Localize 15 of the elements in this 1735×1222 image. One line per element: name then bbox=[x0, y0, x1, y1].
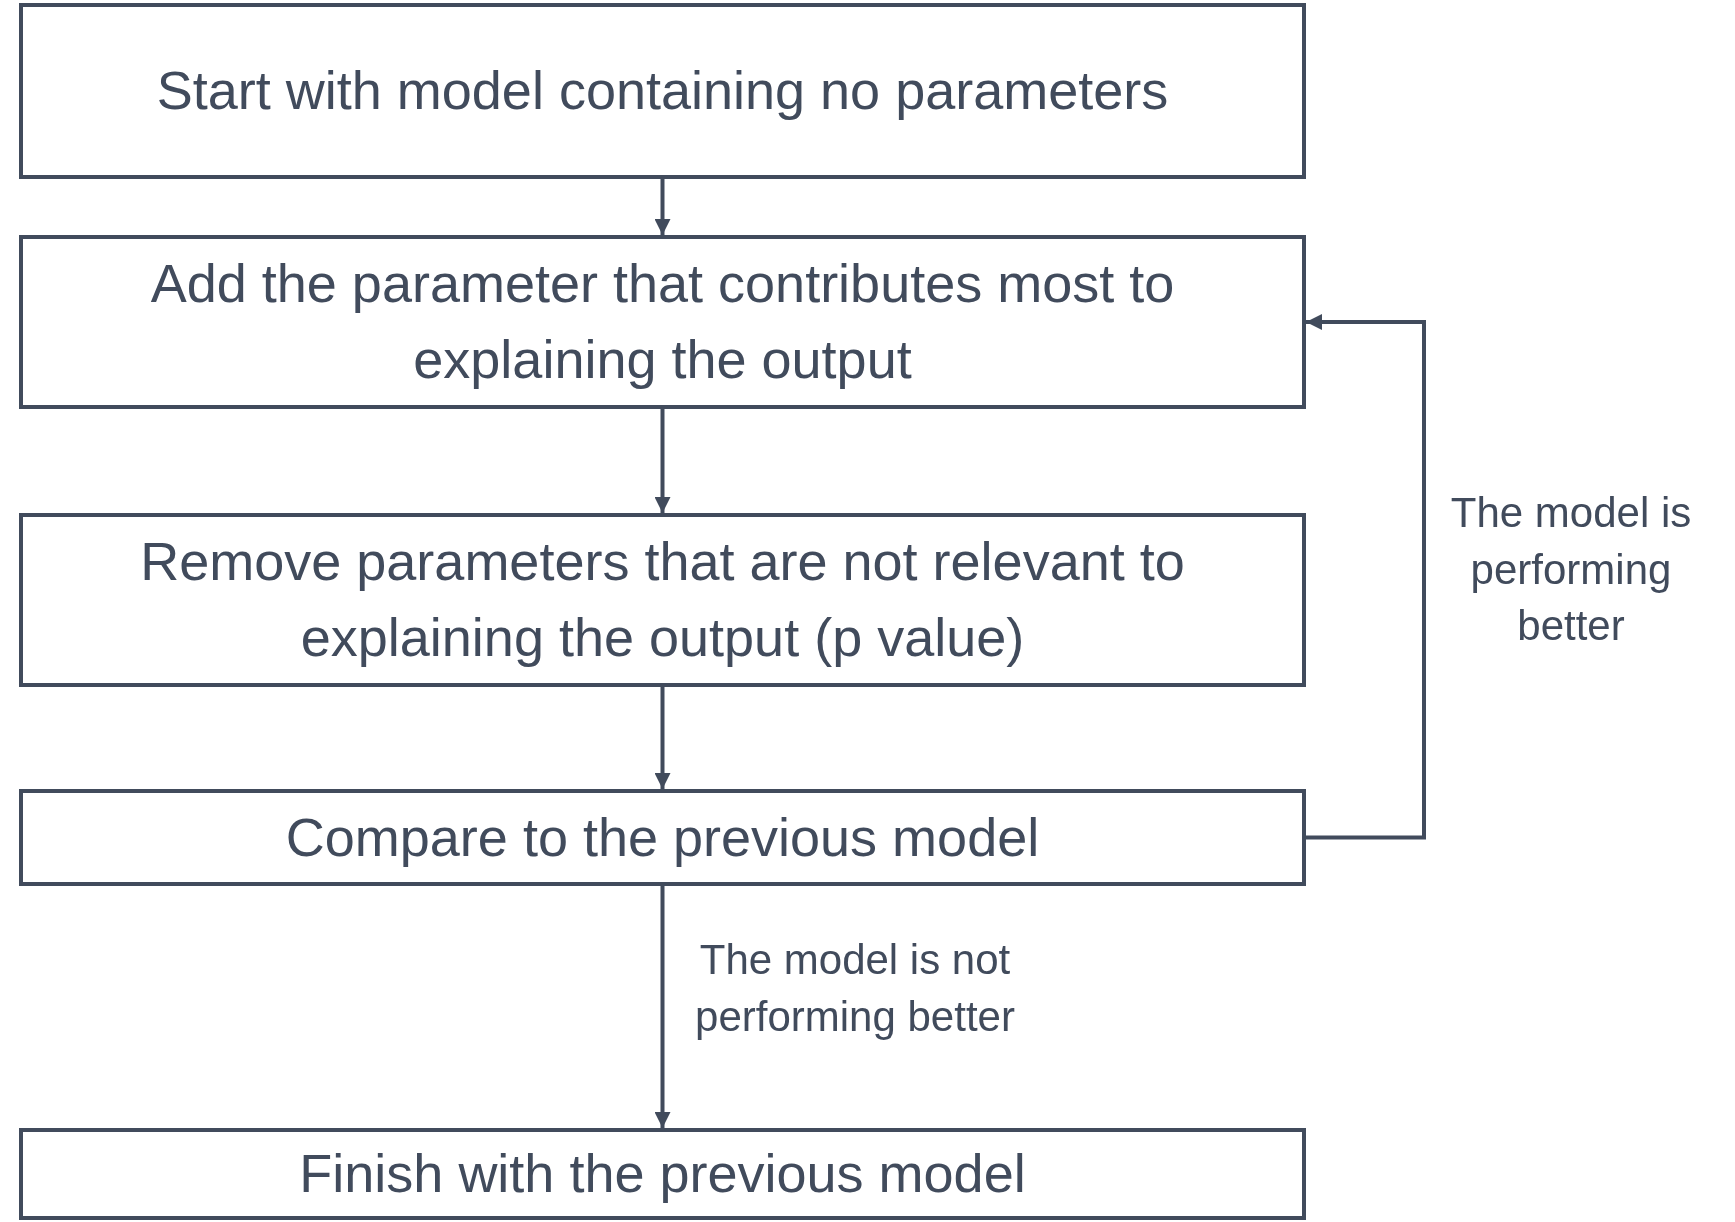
box-text: Start with model containing no parameters bbox=[156, 59, 1169, 123]
process-box bbox=[19, 3, 1306, 179]
process-box bbox=[19, 513, 1306, 687]
process-box bbox=[19, 1128, 1306, 1220]
arrow bbox=[654, 179, 671, 235]
box-text: Remove parameters that are not relevant to explaining the output (p value) bbox=[139, 530, 1186, 669]
arrow bbox=[654, 687, 671, 789]
arrow bbox=[654, 409, 671, 513]
box-text: Finish with the previous model bbox=[299, 1142, 1026, 1206]
arrow bbox=[654, 886, 671, 1128]
box-text: Compare to the previous model bbox=[285, 805, 1040, 869]
process-box bbox=[19, 235, 1306, 409]
process-box bbox=[19, 789, 1306, 886]
arrow bbox=[1306, 314, 1426, 840]
box-text: Add the parameter that contributes most to explaining the output bbox=[149, 252, 1176, 391]
